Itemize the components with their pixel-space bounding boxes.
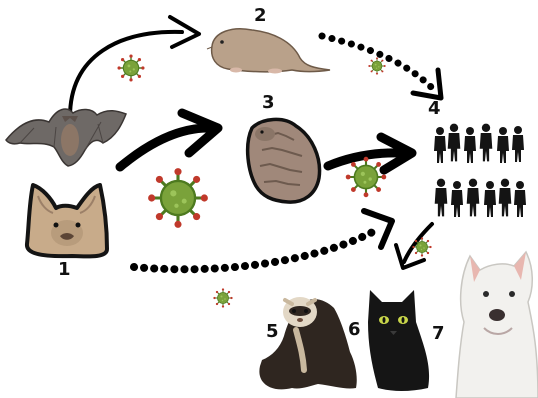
virus-icon bbox=[412, 237, 431, 256]
virus-icon bbox=[213, 288, 232, 307]
node-label-7: 7 bbox=[432, 323, 445, 344]
ferret-icon bbox=[259, 297, 356, 389]
virus-icon bbox=[368, 57, 385, 74]
node-label-3: 3 bbox=[262, 92, 275, 113]
cat-icon bbox=[368, 290, 429, 391]
node-label-5: 5 bbox=[266, 321, 279, 342]
arrow-3-to-4 bbox=[328, 137, 412, 170]
arrow-1-to-3 bbox=[120, 113, 218, 167]
people-icon bbox=[434, 124, 526, 217]
dog-icon bbox=[456, 252, 538, 398]
node-label-1: 1 bbox=[58, 259, 71, 280]
bat-face-icon bbox=[27, 185, 107, 256]
virus-icon bbox=[148, 168, 208, 228]
pangolin-icon bbox=[248, 119, 320, 202]
rodent-icon bbox=[207, 29, 330, 74]
bat-icon bbox=[6, 109, 126, 166]
virus-icon bbox=[117, 54, 144, 81]
virus-icon bbox=[346, 157, 387, 198]
node-label-6: 6 bbox=[348, 319, 361, 340]
arrow-1-to-4 bbox=[134, 211, 392, 269]
node-label-2: 2 bbox=[254, 5, 267, 26]
node-label-4: 4 bbox=[428, 98, 441, 119]
